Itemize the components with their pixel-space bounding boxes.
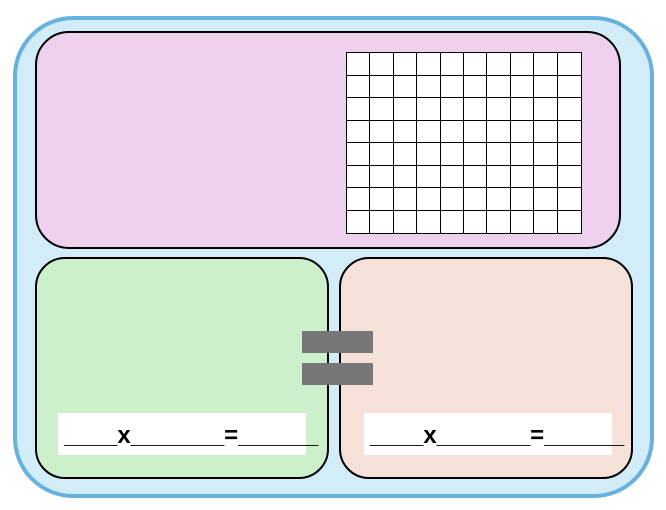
grid-cell — [417, 165, 441, 188]
left-equation[interactable]: ____x_______=______ — [58, 413, 318, 455]
grid-cell — [558, 211, 581, 234]
grid-cell — [417, 98, 441, 121]
grid-cell — [534, 53, 558, 76]
grid-cell — [487, 98, 511, 121]
grid-cell — [417, 75, 441, 98]
grid-cell — [417, 53, 441, 76]
grid-cell — [534, 165, 558, 188]
grid-cell — [393, 75, 418, 98]
grid-cell — [440, 98, 464, 121]
grid-cell — [487, 165, 511, 188]
grid-cell — [440, 165, 464, 188]
grid-cell — [347, 143, 371, 166]
grid-cell — [487, 143, 511, 166]
grid-cell — [393, 120, 418, 143]
grid-cell — [557, 166, 581, 188]
grid-cell — [463, 120, 488, 143]
grid-cell — [393, 188, 418, 211]
grid-cell — [347, 188, 371, 211]
grid-cell — [557, 121, 581, 143]
grid-cell — [417, 120, 441, 143]
grid-cell — [347, 210, 371, 233]
grid-cell — [463, 143, 488, 166]
grid-cell — [557, 98, 581, 121]
grid-cell — [394, 210, 418, 233]
grid-cell — [370, 120, 394, 143]
grid-cell — [487, 120, 511, 143]
grid-cell — [347, 120, 371, 143]
grid-cell — [511, 210, 535, 233]
grid-cell — [510, 120, 535, 143]
grid-cell — [557, 76, 581, 98]
grid-cell — [440, 143, 464, 166]
grid-cell — [464, 210, 488, 233]
grid-cell — [393, 143, 418, 166]
grid-cell — [370, 53, 394, 76]
grid-cell — [557, 53, 581, 76]
grid-cell — [487, 210, 511, 233]
grid-cell — [510, 188, 535, 211]
grid-cell — [440, 120, 464, 143]
grid-cell — [440, 188, 464, 211]
grid-cell — [463, 98, 488, 121]
grid-cell — [440, 53, 464, 76]
grid-cell — [463, 165, 488, 188]
grid-cell — [510, 165, 535, 188]
grid-cell — [441, 210, 464, 233]
grid-cell — [487, 188, 511, 211]
right-equation[interactable]: ____x_______=______ — [364, 413, 624, 455]
grid-cell — [487, 53, 511, 76]
grid-cell — [370, 143, 394, 166]
grid-cell — [417, 210, 441, 233]
grid-cell — [510, 143, 535, 166]
grid-cell — [370, 188, 394, 211]
grid-cell — [370, 98, 394, 121]
grid-cell — [487, 75, 511, 98]
grid-cell — [534, 98, 558, 121]
grid-cell — [534, 210, 558, 233]
equals-sign-bottom-bar — [302, 363, 373, 385]
grid-cell — [557, 188, 581, 211]
grid-cell — [393, 165, 418, 188]
grid-cell — [534, 120, 558, 143]
grid-cell — [347, 53, 371, 76]
grid-cell — [463, 188, 488, 211]
grid-cell — [440, 75, 464, 98]
grid-cell — [557, 143, 581, 166]
grid-10x8 — [346, 52, 582, 234]
grid-cell — [510, 98, 535, 121]
grid-cell — [370, 75, 394, 98]
equals-sign-top-bar — [302, 331, 373, 353]
grid-cell — [534, 188, 558, 211]
grid-cell — [347, 75, 371, 98]
grid-cell — [417, 143, 441, 166]
grid-cell — [463, 53, 488, 76]
grid-cell — [347, 98, 371, 121]
grid-cell — [393, 98, 418, 121]
grid-cell — [534, 143, 558, 166]
grid-cell — [510, 75, 535, 98]
grid-cell — [510, 53, 535, 76]
grid-cell — [463, 75, 488, 98]
grid-cell — [347, 165, 371, 188]
grid-cell — [370, 165, 394, 188]
grid-cell — [370, 210, 394, 233]
grid-cell — [417, 188, 441, 211]
grid-cell — [393, 53, 418, 76]
grid-cell — [534, 75, 558, 98]
